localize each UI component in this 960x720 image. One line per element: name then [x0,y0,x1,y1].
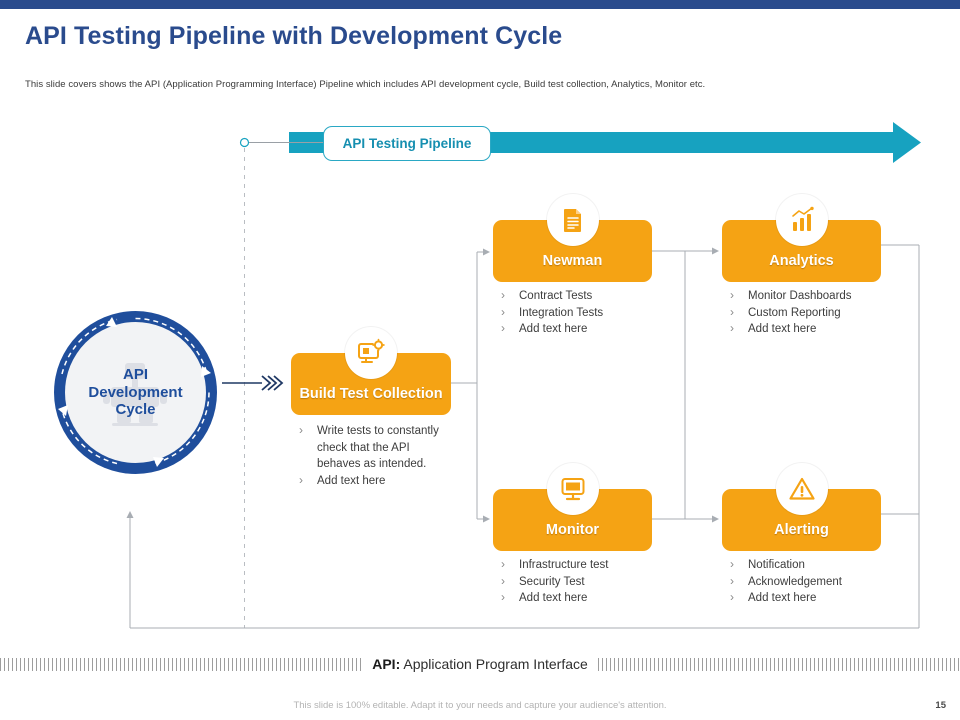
stage-title: Alerting [774,522,829,538]
list-item: Custom Reporting [726,304,926,322]
stage-title: Newman [542,253,603,269]
list-item: Integration Tests [497,304,697,322]
stage-title: Analytics [769,253,834,269]
list-item: Write tests to constantly check that the… [295,422,455,473]
stage-bullet-list: Contract Tests Integration Tests Add tex… [497,287,697,338]
bar-chart-icon [776,194,828,246]
footer-legend: API: Application Program Interface [0,653,960,675]
list-item: Add text here [497,320,697,338]
document-icon [547,194,599,246]
pipeline-origin-marker [239,137,323,628]
stage-box[interactable]: Build Test Collection [291,353,451,415]
list-item: Infrastructure test [497,556,707,574]
stage-bullet-list: Monitor Dashboards Custom Reporting Add … [726,287,926,338]
list-item: Security Test [497,573,707,591]
stage-title: Build Test Collection [299,386,443,402]
legend-text: API: Application Program Interface [372,656,588,672]
cycle-dashed-arrows [58,317,211,467]
arrow-build-branch [451,248,490,523]
stage-bullet-list: Notification Acknowledgement Add text he… [726,556,936,607]
cycle-inner-disc [65,322,206,463]
page-title: API Testing Pipeline with Development Cy… [25,22,563,50]
list-item: Add text here [295,472,455,490]
cycle-label: API Development Cycle [54,311,217,474]
list-item: Monitor Dashboards [726,287,926,305]
desktop-monitor-icon [547,463,599,515]
page-number: 15 [935,700,946,711]
legend-hatch-right [597,657,960,671]
warning-triangle-icon [776,463,828,515]
api-development-cycle[interactable]: API Development Cycle [54,311,217,474]
list-item: Contract Tests [497,287,697,305]
list-item: Notification [726,556,936,574]
stage-bullet-list: Write tests to constantly check that the… [295,422,455,490]
stage-title: Monitor [545,522,600,538]
cycle-label-line2: Development [88,383,183,401]
top-accent-bar [0,0,960,9]
cycle-label-line1: API [122,365,148,383]
list-item: Add text here [726,320,926,338]
cycle-label-line3: Cycle [115,401,156,419]
legend-hatch-left [0,657,363,671]
page-subtitle: This slide covers shows the API (Applica… [25,79,706,90]
edit-note: This slide is 100% editable. Adapt it to… [293,700,667,711]
list-item: Acknowledgement [726,573,936,591]
list-item: Add text here [726,589,936,607]
pipeline-ribbon-label[interactable]: API Testing Pipeline [323,126,491,161]
arrow-cycle-to-build [222,375,284,391]
stage-bullet-list: Infrastructure test Security Test Add te… [497,556,707,607]
legend-expansion: Application Program Interface [400,656,588,672]
legend-abbreviation: API: [372,656,401,672]
list-item: Add text here [497,589,707,607]
api-gear-watermark-icon [103,363,167,426]
screen-settings-icon [345,327,397,379]
